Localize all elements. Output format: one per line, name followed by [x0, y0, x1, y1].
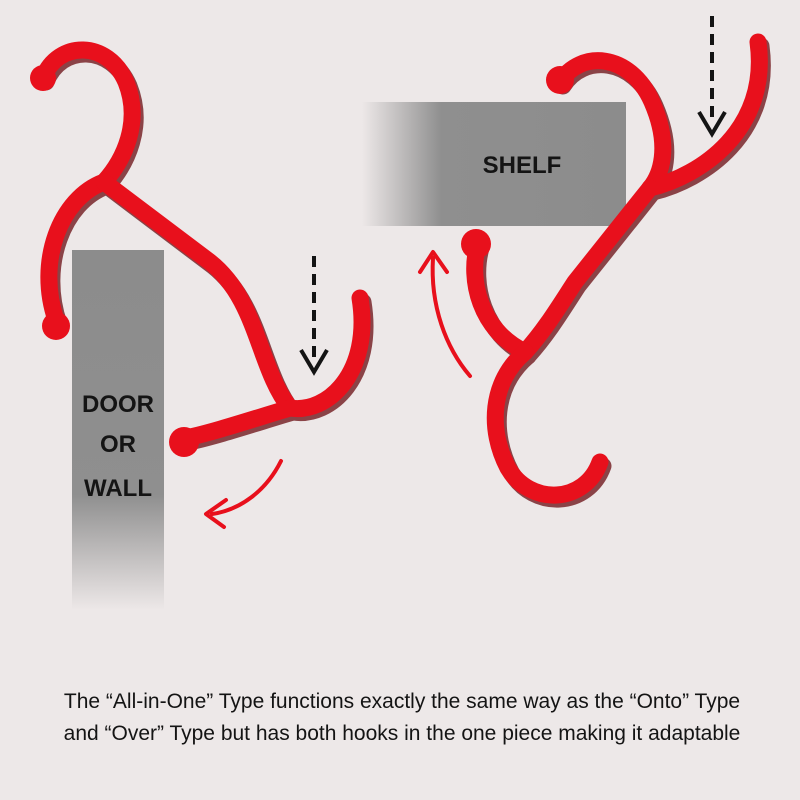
hook-left [30, 41, 374, 457]
hook-right-knob-under [461, 229, 491, 259]
hook-right-knob-shelf [546, 66, 574, 94]
hook-left-body [34, 41, 371, 447]
shelf-label: SHELF [483, 152, 562, 179]
hook-diagram: DOOR OR WALL SHELF [30, 16, 771, 610]
curved-arrow-icon [204, 459, 283, 529]
caption: The “All-in-One” Type functions exactly … [22, 686, 782, 750]
door-label-line2: OR [100, 431, 136, 458]
shelf-panel [362, 102, 626, 226]
caption-line1: The “All-in-One” Type functions exactly … [63, 690, 741, 713]
curved-arrow-icon [418, 250, 472, 378]
dashed-down-arrow-icon [697, 16, 727, 138]
hook-right-body [466, 33, 768, 504]
hook-left-knob-bottom [42, 312, 70, 340]
door-label-line1: DOOR [82, 391, 154, 418]
door-label-line3: WALL [84, 475, 152, 502]
hook-left-knob-door [169, 427, 199, 457]
door-or-wall: DOOR OR WALL [72, 250, 164, 610]
hook-left-knob-top [30, 65, 56, 91]
dashed-down-arrow-icon [299, 256, 329, 376]
door-panel [72, 250, 164, 610]
shelf: SHELF [362, 102, 626, 226]
caption-line2: and “Over” Type but has both hooks in th… [63, 722, 741, 745]
hook-right [461, 33, 771, 508]
